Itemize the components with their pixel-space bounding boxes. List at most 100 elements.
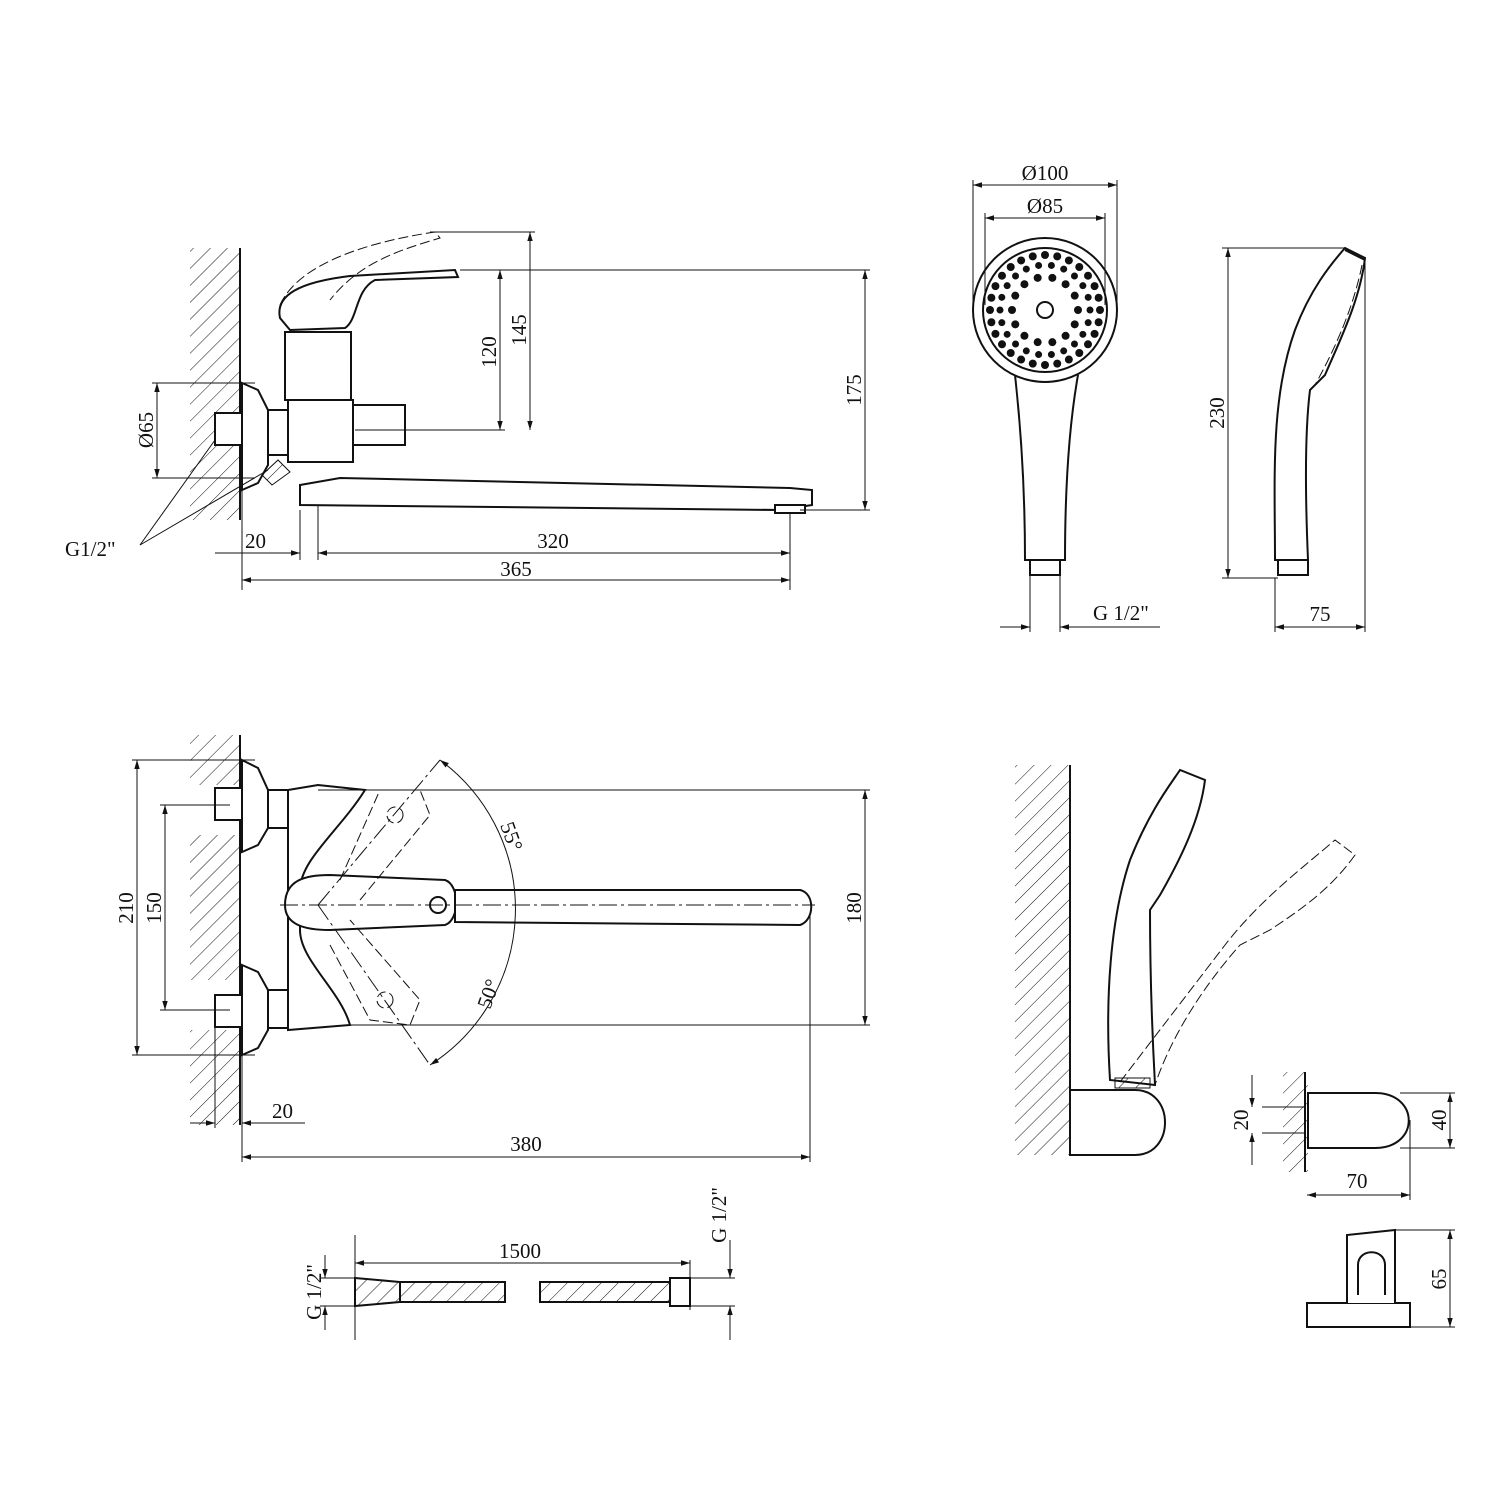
wall-hatch — [190, 248, 240, 520]
nozzle — [1017, 256, 1026, 265]
nozzle — [1070, 340, 1078, 348]
thread-right: G 1/2" — [707, 1187, 731, 1243]
dim-70: 70 — [1347, 1169, 1368, 1193]
nozzle — [986, 306, 994, 314]
holder-side-view: 20 40 70 — [1229, 1072, 1455, 1200]
nozzle — [1075, 349, 1084, 358]
dim-40: 40 — [1427, 1110, 1451, 1131]
nozzle — [987, 318, 996, 327]
nozzle — [1011, 320, 1020, 329]
nozzle — [1053, 359, 1062, 368]
thread-pipe — [214, 412, 243, 446]
nozzle — [1033, 338, 1042, 347]
center-nozzle — [1036, 301, 1054, 319]
nozzle — [1047, 261, 1055, 269]
nozzle — [1008, 306, 1016, 314]
nozzle — [1048, 338, 1057, 347]
shower-hose: 1500 G 1/2" G 1/2" — [302, 1187, 735, 1340]
nozzle — [991, 329, 1000, 338]
thread-label: G 1/2" — [1093, 601, 1149, 625]
nozzle — [1017, 355, 1026, 364]
dim-175: 175 — [842, 374, 866, 406]
nozzle — [1041, 361, 1049, 369]
dim-150: 150 — [142, 892, 166, 924]
nozzle — [1022, 347, 1030, 355]
nozzle — [998, 293, 1006, 301]
dim-75: 75 — [1310, 602, 1331, 626]
nozzle — [1079, 282, 1087, 290]
dim-20: 20 — [272, 1099, 293, 1123]
angle-55: 55° — [495, 819, 528, 855]
nozzle — [996, 306, 1004, 314]
faucet-side-view: 120 145 175 Ø65 G1/2" 20 320 365 — [65, 231, 870, 590]
nozzle — [1053, 252, 1062, 261]
nozzle — [1084, 340, 1093, 349]
nozzle — [1022, 265, 1030, 273]
nozzle — [1061, 280, 1070, 289]
shower-in-holder — [1015, 765, 1356, 1156]
spout-top — [454, 889, 813, 927]
nozzle — [991, 282, 1000, 291]
thread-label: G1/2" — [65, 537, 116, 561]
nozzle — [1012, 272, 1020, 280]
nozzle — [1096, 306, 1104, 314]
angle-arc — [429, 759, 516, 1066]
nozzle — [1006, 349, 1015, 358]
dim-20: 20 — [245, 529, 266, 553]
nozzle — [987, 293, 996, 302]
nozzle — [1033, 273, 1042, 282]
dim-20: 20 — [1229, 1110, 1253, 1131]
dim-diameter-65: Ø65 — [134, 412, 158, 448]
dim-230: 230 — [1205, 397, 1229, 429]
dim-1500: 1500 — [499, 1239, 541, 1263]
nozzle — [1061, 331, 1070, 340]
nozzle — [997, 340, 1006, 349]
holder-front-view: 65 — [1306, 1228, 1455, 1328]
nozzle — [1084, 293, 1092, 301]
dim-210: 210 — [114, 892, 138, 924]
nozzle — [1075, 262, 1084, 271]
nozzle — [1020, 280, 1029, 289]
nozzle — [1090, 329, 1099, 338]
dim-65: 65 — [1427, 1269, 1451, 1290]
nozzle — [1070, 291, 1079, 300]
nozzle — [998, 319, 1006, 327]
nozzle — [1086, 306, 1094, 314]
thread-connector — [1029, 559, 1061, 576]
dim-365: 365 — [500, 557, 532, 581]
dim-diameter-85: Ø85 — [1027, 194, 1063, 218]
nozzle — [1084, 319, 1092, 327]
dim-120: 120 — [477, 336, 501, 368]
spray-nozzles — [986, 251, 1104, 369]
nozzle — [1090, 282, 1099, 291]
nozzle — [1003, 330, 1011, 338]
nozzle — [1020, 331, 1029, 340]
nozzle — [1012, 340, 1020, 348]
dim-320: 320 — [537, 529, 569, 553]
nozzle — [1070, 320, 1079, 329]
nozzle — [1074, 306, 1082, 314]
nozzle — [1094, 293, 1103, 302]
nozzle — [1094, 318, 1103, 327]
shower-head-front-view: Ø100 Ø85 G 1/2" — [972, 161, 1160, 632]
nozzle — [1060, 347, 1068, 355]
mixer-body — [287, 399, 354, 463]
nozzle — [1041, 251, 1049, 259]
faucet-top-view: 55° 50° 210 150 180 20 380 — [114, 735, 870, 1162]
handle — [278, 268, 460, 332]
nozzle — [1070, 272, 1078, 280]
spout — [299, 476, 813, 512]
shower-head-side-view: 230 75 — [1205, 246, 1367, 632]
nozzle — [1035, 351, 1043, 359]
dim-145: 145 — [507, 314, 531, 346]
nozzle — [1028, 359, 1037, 368]
nozzle — [1060, 265, 1068, 273]
dim-380: 380 — [510, 1132, 542, 1156]
nozzle — [1064, 256, 1073, 265]
nozzle — [1003, 282, 1011, 290]
nozzle — [1047, 351, 1055, 359]
nozzle — [1011, 291, 1020, 300]
shower-face — [972, 237, 1118, 383]
nozzle — [1084, 271, 1093, 280]
